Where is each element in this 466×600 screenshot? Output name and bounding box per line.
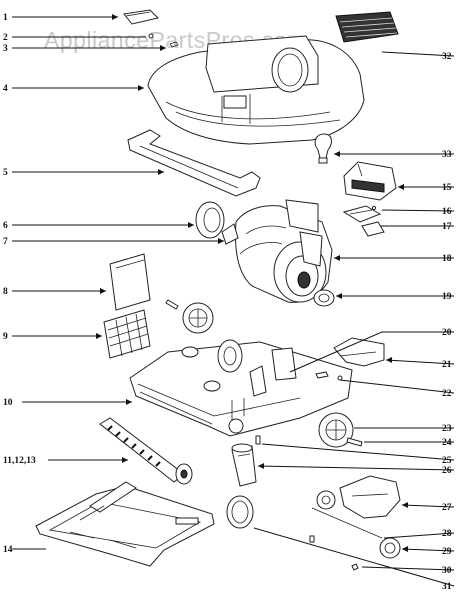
part-11-brushroll [99, 417, 193, 485]
callout-9: 9 [3, 332, 8, 342]
callout-29: 29 [442, 547, 452, 557]
callout-16: 16 [442, 207, 452, 217]
part-8-filter [109, 253, 151, 311]
part-6-7-ring [195, 201, 239, 245]
part-21-lever [333, 337, 385, 367]
part-16-17-clips [342, 205, 385, 237]
callout-23: 23 [442, 424, 452, 434]
part-25-pin [255, 435, 261, 445]
callout-labels: 1 2 3 4 5 6 7 8 9 10 11,12,13 14 15 16 1… [3, 13, 452, 592]
part-32-grille [335, 11, 399, 43]
callout-25: 25 [442, 456, 452, 466]
part-5-bumper [127, 129, 261, 197]
callout-10: 10 [3, 398, 13, 408]
callout-30: 30 [442, 566, 452, 576]
callout-33: 33 [442, 150, 452, 160]
callout-2: 2 [3, 33, 8, 43]
part-10-base [129, 339, 353, 437]
part-15-latch-housing [343, 161, 397, 201]
part-31-belt [226, 495, 315, 543]
leader-arrowheads [96, 14, 408, 552]
callout-5: 5 [3, 168, 8, 178]
callout-4: 4 [3, 84, 8, 94]
part-23-rear-wheel [318, 412, 363, 448]
callout-15: 15 [442, 183, 452, 193]
part-33-bulb [314, 133, 332, 164]
callout-17: 17 [442, 222, 452, 232]
callout-32: 32 [442, 52, 452, 62]
leader-lines [12, 16, 455, 587]
part-22-pin [315, 371, 343, 381]
callout-8: 8 [3, 287, 8, 297]
callout-1: 1 [3, 13, 8, 23]
part-30-screw [351, 563, 359, 571]
callout-28: 28 [442, 529, 452, 539]
callout-7: 7 [3, 237, 8, 247]
callout-27: 27 [442, 503, 452, 513]
part-4-hood [147, 35, 365, 145]
part-26-cup [231, 443, 257, 487]
callout-6: 6 [3, 221, 8, 231]
part-28-rod [311, 507, 383, 539]
part-wheel-upper-left [165, 299, 214, 334]
callout-3: 3 [3, 44, 8, 54]
callout-18: 18 [442, 254, 452, 264]
part-14-bottom-plate [35, 481, 215, 567]
callout-14: 14 [3, 545, 13, 555]
callout-11-12-13: 11,12,13 [3, 456, 36, 466]
callout-22: 22 [442, 389, 452, 399]
callout-20: 20 [442, 328, 452, 338]
callout-26: 26 [442, 466, 452, 476]
callout-31: 31 [442, 582, 452, 592]
part-18-motor-housing [235, 199, 333, 303]
part-2-3-fasteners [148, 33, 179, 48]
part-1-cap [123, 9, 159, 25]
callout-21: 21 [442, 360, 452, 370]
part-27-bracket [316, 475, 401, 519]
callout-19: 19 [442, 292, 452, 302]
part-9-screen [103, 309, 151, 359]
part-29-small-wheel [379, 537, 401, 559]
callout-24: 24 [442, 438, 452, 448]
part-19-grommet [313, 289, 335, 307]
